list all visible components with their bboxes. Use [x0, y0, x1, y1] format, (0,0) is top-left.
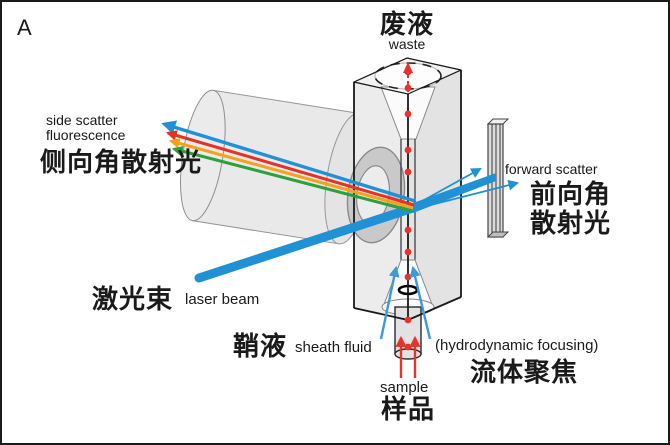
waste-label: 废液 waste — [339, 10, 475, 52]
hydrodynamic-label-en: (hydrodynamic focusing) — [435, 337, 599, 354]
sheath-label-en: sheath fluid — [295, 339, 372, 356]
collection-lens-barrel — [180, 89, 374, 245]
forward-scatter-label-cn2: 散射光 — [530, 208, 612, 239]
side-scatter-label-cn: 侧向角散射光 — [40, 146, 203, 177]
sample-label-en: sample — [380, 379, 429, 396]
cell-particles-stream — [403, 62, 413, 351]
side-scatter-label: side scatter fluorescence 侧向角散射光 — [40, 112, 202, 176]
sample-flow-arrows — [395, 335, 421, 378]
sheath-flow-arrows — [379, 265, 432, 340]
forward-scatter-label-cn1: 前向角 — [530, 179, 612, 210]
laser-beam — [194, 203, 418, 283]
forward-scatter-rays — [413, 167, 520, 213]
laser-label-en: laser beam — [185, 291, 260, 308]
sample-label-cn: 样品 — [381, 394, 436, 424]
forward-scatter-label: forward scatter 前向角 散射光 — [505, 161, 612, 239]
forward-scatter-label-en: forward scatter — [505, 161, 598, 177]
laser-label-cn: 激光束 — [92, 284, 174, 314]
side-scatter-rays — [161, 120, 416, 213]
panel-letter: A — [17, 15, 32, 40]
waste-label-en: waste — [388, 35, 426, 52]
side-scatter-label-en: side scatter — [46, 112, 118, 128]
sheath-label-cn: 鞘液 — [233, 331, 288, 361]
hydrodynamic-label-cn: 流体聚焦 — [470, 357, 579, 387]
waste-label-cn: 废液 — [379, 9, 434, 39]
fluorescence-label-en: fluorescence — [46, 127, 126, 144]
